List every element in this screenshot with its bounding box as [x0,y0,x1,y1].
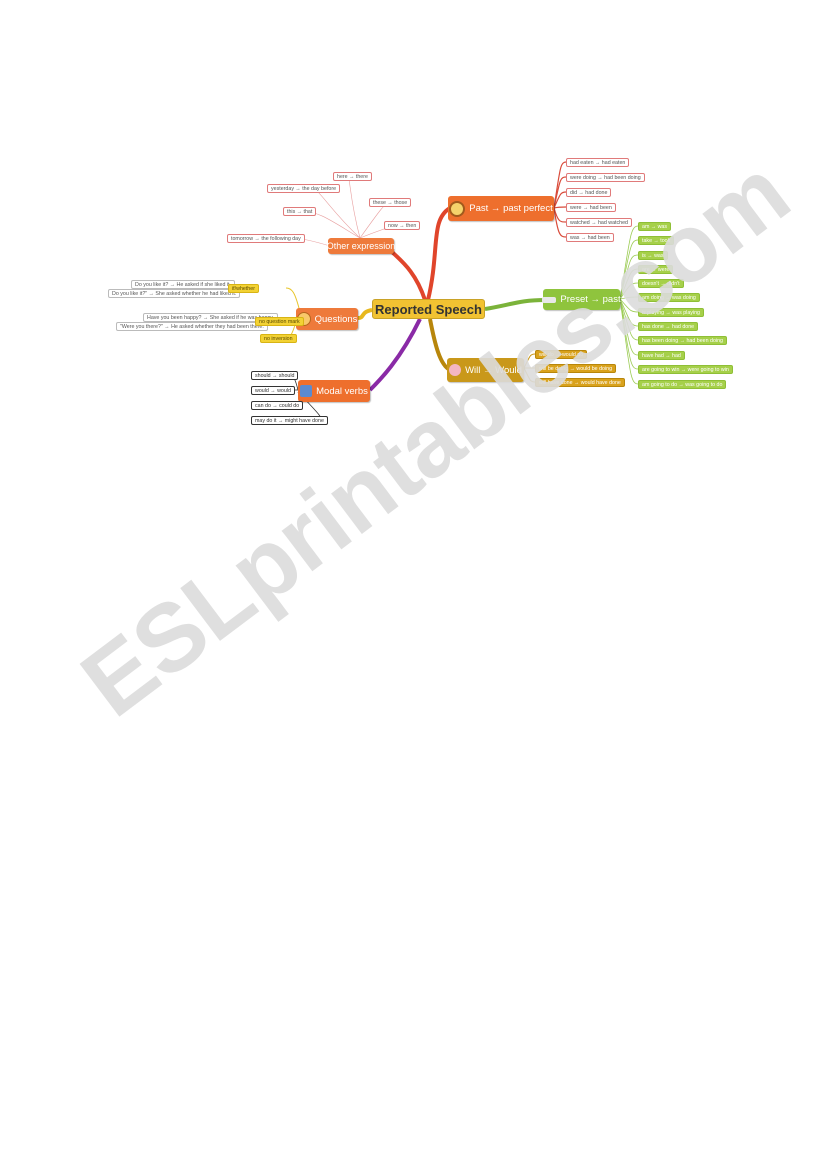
branch-modal-label: Modal verbs [316,385,368,397]
branch-will-label: Will → Would [465,364,522,376]
central-topic: Reported Speech [372,299,485,319]
present-leaf: have had → had [638,351,685,360]
question-rule: if/whether [228,284,259,293]
other-leaf: here → there [333,172,372,181]
question-leaf: "Were you there?" → He asked whether the… [116,322,268,331]
branch-questions: Questions [296,308,358,330]
past-leaf: watched → had watched [566,218,633,227]
other-leaf: tomorrow → the following day [227,234,305,243]
flower-icon [449,364,462,376]
present-leaf: am doing → was doing [638,293,700,302]
past-leaf: did → had done [566,188,612,197]
branch-other: Other expression [327,238,395,254]
branch-past: Past → past perfect [448,196,554,221]
will-leaf: will do → would do [535,350,588,359]
question-leaf-text: → He asked if she liked it. [169,282,232,288]
other-leaf: yesterday → the day before [267,184,341,193]
question-leaf: Do you like it?" → She asked whether he … [108,289,241,298]
present-leaf: is playing → was playing [638,308,704,317]
question-leaf-text: Have you been happy? [147,315,202,321]
will-leaf: will have done → would have done [535,378,625,387]
other-leaf: now → then [384,221,421,230]
past-leaf: was → had been [566,233,614,242]
branch-modal: Modal verbs [298,380,370,402]
modal-leaf: would → would [251,386,295,395]
present-leaf: are going to win → were going to win [638,365,733,374]
modal-leaf: can do → could do [251,401,304,410]
present-leaf: has been doing → had been doing [638,336,727,345]
past-leaf: were doing → had been doing [566,173,645,182]
branch-present-label: Preset → past [560,294,621,305]
present-leaf: am → was [638,222,672,231]
airplane-icon [542,296,557,303]
clock-icon [449,200,466,217]
branch-will: Will → Would [447,358,524,382]
present-leaf: take → took [638,236,675,245]
cone-icon [300,385,313,397]
present-leaf: am going to do → was going to do [638,380,727,389]
other-leaf: these → those [369,198,412,207]
question-leaf-text: Do you like it? [135,282,169,288]
question-rule: no inversion [260,334,297,343]
will-leaf: will be doing → would be doing [535,364,617,373]
question-leaf-text: → She asked if he was happy. [202,315,275,321]
present-leaf: has done → had done [638,322,699,331]
past-leaf: had eaten → had eaten [566,158,630,167]
branch-present: Preset → past [542,289,621,310]
modal-leaf: may do it → might have done [251,416,328,425]
present-leaf: doesn't → didn't [638,279,684,288]
branch-past-label: Past → past perfect [469,203,553,214]
past-leaf: were → had been [566,203,616,212]
other-leaf: this → that [283,207,317,216]
modal-leaf: should → should [251,371,299,380]
question-rule: no question mark [255,317,304,326]
present-leaf: is → was [638,251,668,260]
question-leaf: Do you like it? → He asked if she liked … [131,280,236,289]
branch-questions-label: Questions [314,313,358,325]
present-leaf: are → were [638,265,674,274]
